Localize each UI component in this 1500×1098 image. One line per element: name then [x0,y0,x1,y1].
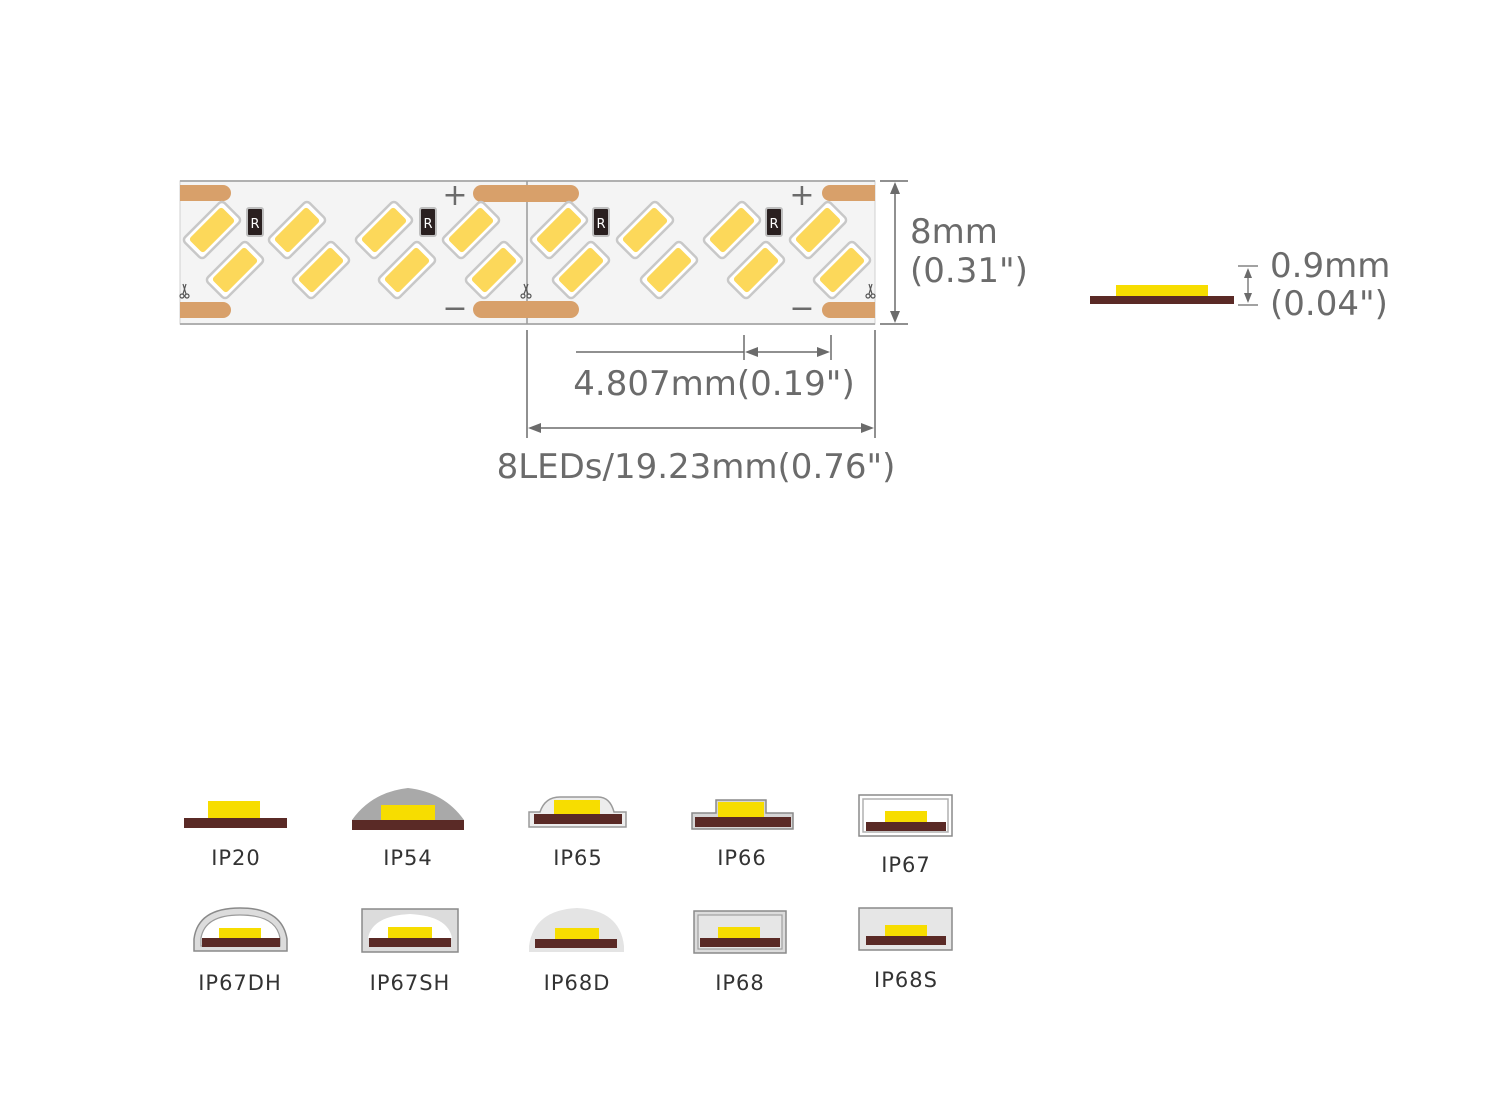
ip-rating-ip68s: IP68S [858,907,953,992]
solder-pads [180,185,875,318]
plus-mark-right: + [789,178,814,213]
plus-mark-left: + [442,178,467,213]
side-view-chip [1116,285,1208,296]
minus-mark-left: − [442,291,467,326]
resistor-label: R [769,217,778,232]
led-chip [726,240,786,300]
led-chip [205,240,265,300]
led-strip: R R R R + − + − [179,178,876,326]
segment-label: 8LEDs/19.23mm(0.76") [497,447,896,487]
solder-pad-top-center [473,185,579,202]
ip-rating-ip68d: IP68D [529,908,624,995]
width-inch-label: (0.31") [910,251,1028,291]
led-chip [441,200,501,260]
resistor: R [419,207,437,237]
led-chip [788,200,848,260]
led-chip [702,200,762,260]
resistor: R [765,207,783,237]
ip-rating-ip67sh: IP67SH [361,908,459,995]
pitch-label: 4.807mm(0.19") [573,364,854,404]
led-chips [182,200,872,300]
ip-rating-ip20: IP20 [184,801,287,870]
ip-label: IP20 [211,846,261,870]
resistor: R [592,207,610,237]
scissors-icon [520,283,532,299]
resistor: R [246,207,264,237]
segment-dimension [526,330,876,438]
ip-label: IP68S [874,968,938,992]
led-chip [377,240,437,300]
solder-pad-bottom-center [473,301,579,318]
width-mm-label: 8mm [910,212,998,252]
pitch-dimension [576,335,832,360]
led-chip [615,200,675,260]
led-chip [182,200,242,260]
led-chip [354,200,414,260]
resistor-label: R [596,217,605,232]
width-dimension [880,180,908,325]
ip-rating-ip65: IP65 [528,796,627,870]
thickness-side-view [1090,265,1258,306]
solder-pad-top-left [180,185,231,201]
ip-label: IP68 [715,971,765,995]
ip-label: IP66 [717,846,767,870]
ip-label: IP67DH [198,971,282,995]
scissors-icon [865,283,876,299]
ip-rating-ip54: IP54 [352,788,464,870]
led-chip [464,240,524,300]
ip-label: IP54 [383,846,433,870]
solder-pad-top-right [822,185,875,201]
led-chip [812,240,872,300]
ip-rating-ip67: IP67 [858,794,953,877]
ip-label: IP68D [544,971,611,995]
ip-label: IP65 [553,846,603,870]
scissors-icon [179,283,190,299]
solder-pad-bottom-right [822,302,875,318]
led-chip [551,240,611,300]
ip-rating-ip66: IP66 [691,799,794,870]
led-chip [639,240,699,300]
minus-mark-right: − [789,291,814,326]
led-chip [267,200,327,260]
led-chip [529,200,589,260]
thickness-inch-label: (0.04") [1270,284,1388,324]
thickness-dimension [1238,265,1258,306]
resistor-label: R [250,217,259,232]
thickness-mm-label: 0.9mm [1270,246,1390,286]
ip-label: IP67SH [370,971,451,995]
ip-label: IP67 [881,853,931,877]
side-view-pcb [1090,296,1234,304]
ip-rating-ip67dh: IP67DH [193,907,288,995]
led-chip [291,240,351,300]
resistor-label: R [423,217,432,232]
ip-rating-ip68: IP68 [693,910,787,995]
solder-pad-bottom-left [180,302,231,318]
